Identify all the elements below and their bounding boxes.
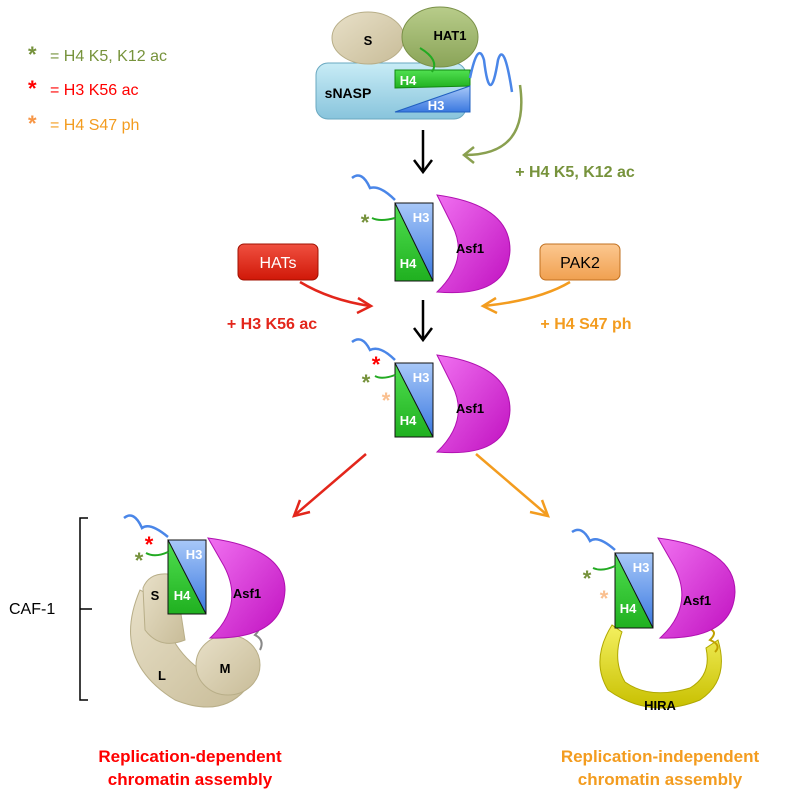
mark-green-hira: * bbox=[583, 566, 592, 591]
caf1-l-label: L bbox=[158, 668, 166, 683]
h4-tail-a bbox=[371, 217, 396, 221]
caption-right-line1: Replication-independent bbox=[561, 747, 760, 766]
legend-orange-star: * bbox=[28, 111, 37, 136]
arrow-h4-acetylation bbox=[461, 84, 523, 164]
pak2-label: PAK2 bbox=[560, 255, 600, 272]
h4-label-a: H4 bbox=[400, 256, 417, 271]
arrow-down-2 bbox=[413, 300, 433, 343]
pak2-box: PAK2 bbox=[539, 243, 621, 281]
caption-left-line2: chromatin assembly bbox=[108, 770, 273, 789]
asf1-label-a: Asf1 bbox=[456, 241, 484, 256]
s-label: S bbox=[364, 33, 373, 48]
h3-tail-hira bbox=[571, 528, 616, 551]
caption-left-line1: Replication-dependent bbox=[98, 747, 282, 766]
hira-ring bbox=[599, 624, 722, 709]
mark-red-caf1: * bbox=[145, 532, 154, 557]
h4-label-top: H4 bbox=[400, 73, 417, 88]
asf1-label-b: Asf1 bbox=[456, 401, 484, 416]
h3-tail-caf1 bbox=[123, 514, 169, 538]
caf1-label: CAF-1 bbox=[9, 601, 55, 618]
mark-red-b: * bbox=[372, 352, 381, 377]
hat1-label: HAT1 bbox=[434, 28, 467, 43]
h3-label-a: H3 bbox=[413, 210, 430, 225]
hats-label: HATs bbox=[259, 255, 296, 272]
asf1-complex-a: * H3 H4 Asf1 bbox=[351, 174, 511, 294]
hat1-snasp-complex: S HAT1 sNASP H4 H3 bbox=[315, 6, 514, 120]
caf1-m-label: M bbox=[220, 661, 231, 676]
caption-right-line2: chromatin assembly bbox=[578, 770, 743, 789]
h4-label-b: H4 bbox=[400, 413, 417, 428]
step1-label: + H4 K5, K12 ac bbox=[515, 164, 635, 181]
h4-label-caf1: H4 bbox=[174, 588, 191, 603]
h4-tail-top bbox=[419, 47, 436, 73]
asf1-caf1 bbox=[207, 537, 286, 639]
snasp-label: sNASP bbox=[325, 85, 372, 101]
asf1-complex-b: * * * H3 H4 Asf1 bbox=[351, 338, 511, 454]
step2-left-label: + H3 K56 ac bbox=[227, 316, 317, 333]
arrow-down-1 bbox=[413, 130, 433, 175]
asf1-hira bbox=[657, 537, 736, 639]
legend-red-text: = H3 K56 ac bbox=[50, 82, 139, 99]
legend-green-text: = H4 K5, K12 ac bbox=[50, 48, 167, 65]
legend-orange-text: = H4 S47 ph bbox=[50, 117, 139, 134]
hat1-subunit bbox=[401, 6, 479, 68]
mark-green-a: * bbox=[361, 210, 370, 235]
h3-label-hira: H3 bbox=[633, 560, 650, 575]
hira-label: HIRA bbox=[644, 698, 676, 713]
h4-label-hira: H4 bbox=[620, 601, 637, 616]
hats-box: HATs bbox=[237, 243, 319, 281]
mark-orange-hira: * bbox=[600, 586, 609, 611]
arrow-to-hira bbox=[475, 453, 550, 518]
legend-green-star: * bbox=[28, 42, 37, 67]
asf1-label-caf1: Asf1 bbox=[233, 586, 261, 601]
h3-tail-a bbox=[351, 174, 396, 201]
h4-tail-caf1 bbox=[145, 551, 169, 557]
h3-block-caf1 bbox=[167, 539, 207, 615]
asf1-label-hira: Asf1 bbox=[683, 593, 711, 608]
h3-label-b: H3 bbox=[413, 370, 430, 385]
arrow-hats bbox=[299, 280, 374, 315]
mark-green-b: * bbox=[362, 370, 371, 395]
step2-right-label: + H4 S47 ph bbox=[540, 316, 631, 333]
h3-tail-top bbox=[468, 51, 514, 93]
h3-wedge-top bbox=[394, 85, 471, 113]
caf1-complex: CAF-1 * * H3 H4 Asf1 S L M bbox=[9, 514, 286, 708]
caf1-s-label: S bbox=[151, 588, 160, 603]
h3-tail-b bbox=[351, 338, 396, 361]
h3-block-b bbox=[394, 362, 434, 438]
asf1-b bbox=[435, 354, 511, 454]
h4-tail-b bbox=[374, 374, 396, 379]
hira-complex: * * H3 H4 Asf1 HIRA bbox=[571, 528, 736, 713]
asf1-a bbox=[435, 194, 511, 294]
h4-tail-hira bbox=[592, 565, 616, 571]
legend-red-star: * bbox=[28, 76, 37, 101]
h3-label-top: H3 bbox=[428, 98, 445, 113]
mark-orange-b: * bbox=[382, 388, 391, 413]
h3-label-caf1: H3 bbox=[186, 547, 203, 562]
legend: * = H4 K5, K12 ac * = H3 K56 ac * = H4 S… bbox=[28, 42, 167, 136]
h3-block-a bbox=[394, 202, 434, 282]
arrow-to-caf1 bbox=[291, 453, 367, 518]
h3-block-hira bbox=[614, 552, 654, 629]
mark-green-caf1: * bbox=[135, 548, 144, 573]
arrow-pak2 bbox=[480, 280, 571, 315]
